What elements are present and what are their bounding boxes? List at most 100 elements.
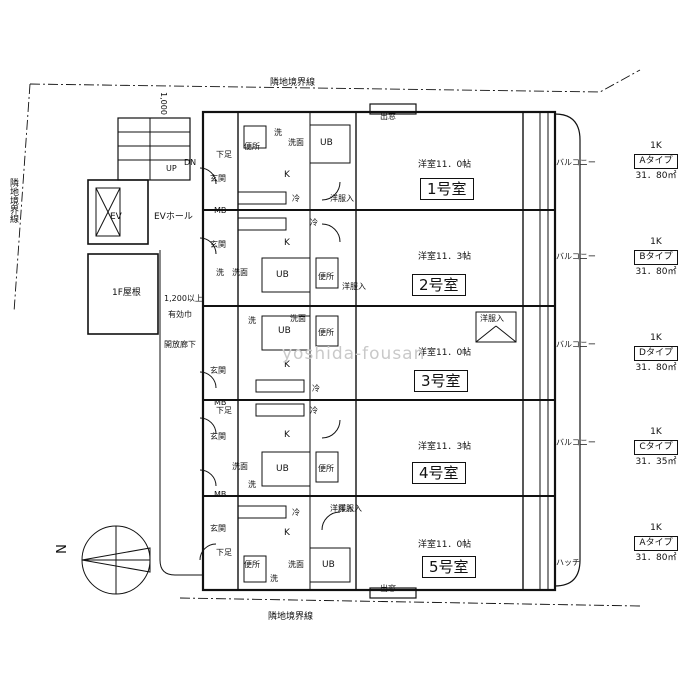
- room1-number: 1号室: [420, 178, 474, 200]
- unit-info-5: 1K Aタイプ 31．80㎡: [618, 522, 694, 565]
- boundary-label-bottom: 隣地境界線: [268, 612, 314, 622]
- room5-hatch: ハッチ: [556, 558, 580, 567]
- unit-info-2-layout: 1K: [650, 237, 662, 247]
- open-corridor-label: 開放廊下: [164, 340, 196, 349]
- room2-label: 洋室11．3帖: [418, 252, 472, 262]
- stair-up-label: UP: [166, 164, 177, 173]
- unit-info-1-type: Aタイプ: [634, 154, 678, 169]
- room2-toilet: 便所: [318, 272, 334, 281]
- room4-storage: 洋服入: [338, 504, 362, 513]
- room3-label: 洋室11．0帖: [418, 348, 472, 358]
- room4-label: 洋室11．3帖: [418, 442, 472, 452]
- room2-kitchen: K: [284, 238, 290, 248]
- room1-toilet: 便所: [244, 142, 260, 151]
- room5-storage: 洋服入: [330, 504, 354, 513]
- unit-info-5-layout: 1K: [650, 523, 662, 533]
- unit-info-4-type: Cタイプ: [634, 440, 678, 455]
- room1-ub: UB: [320, 138, 333, 148]
- unit-info-2-type: Bタイプ: [634, 250, 678, 265]
- unit-info-4-layout: 1K: [650, 427, 662, 437]
- room1-kitchen: K: [284, 170, 290, 180]
- room3-geta: 下足: [216, 406, 232, 415]
- unit-info-3: 1K Dタイプ 31．80㎡: [618, 332, 694, 375]
- room4-ub: UB: [276, 464, 289, 474]
- room3-ub: UB: [278, 326, 291, 336]
- room3-wash: 洗: [248, 316, 256, 325]
- unit-info-2-area: 31．80㎡: [635, 267, 677, 277]
- room3-fridge: 冷: [312, 384, 320, 393]
- room4-balcony: バルコニー: [556, 438, 596, 447]
- unit-info-1-area: 31．80㎡: [635, 171, 677, 181]
- stair-down-label: DN: [184, 158, 197, 167]
- room1-label: 洋室11．0帖: [418, 160, 472, 170]
- room5-wash: 洗: [270, 574, 278, 583]
- room4-mb: MB: [214, 490, 227, 499]
- room1-washbasin: 洗面: [288, 138, 304, 147]
- room3-entry: 玄関: [210, 366, 226, 375]
- room4-toilet: 便所: [318, 464, 334, 473]
- room1-wash: 洗: [274, 128, 282, 137]
- room1-balcony: バルコニー: [556, 158, 596, 167]
- room5-geta: 下足: [216, 548, 232, 557]
- room5-label: 洋室11．0帖: [418, 540, 472, 550]
- room4-wash: 洗: [248, 480, 256, 489]
- boundary-label-top: 隣地境界線: [270, 78, 316, 88]
- room2-entry: 玄関: [210, 240, 226, 249]
- unit-info-2: 1K Bタイプ 31．80㎡: [618, 236, 694, 279]
- room4-number: 4号室: [412, 462, 466, 484]
- ev-label: EV: [110, 212, 122, 222]
- compass-north-label: N: [54, 544, 70, 554]
- room3-balcony: バルコニー: [556, 340, 596, 349]
- unit-info-4: 1K Cタイプ 31．35㎡: [618, 426, 694, 469]
- room3-storage: 洋服入: [480, 314, 504, 323]
- dimension-label: 1,000: [159, 92, 168, 115]
- room1-entry: 玄関: [210, 174, 226, 183]
- unit-info-1-layout: 1K: [650, 141, 662, 151]
- unit-info-1: 1K Aタイプ 31．80㎡: [618, 140, 694, 183]
- room2-ub: UB: [276, 270, 289, 280]
- unit-info-5-area: 31．80㎡: [635, 553, 677, 563]
- room3-toilet: 便所: [318, 328, 334, 337]
- room1-geta: 下足: [216, 150, 232, 159]
- room3-kitchen: K: [284, 360, 290, 370]
- room2-washbasin: 洗面: [232, 268, 248, 277]
- boundary-label-left: 隣地境界線: [8, 178, 18, 223]
- unit-info-3-layout: 1K: [650, 333, 662, 343]
- room3-number: 3号室: [414, 370, 468, 392]
- unit-info-5-type: Aタイプ: [634, 536, 678, 551]
- room5-number: 5号室: [422, 556, 476, 578]
- room2-storage: 洋服入: [342, 282, 366, 291]
- room5-washbasin: 洗面: [288, 560, 304, 569]
- room5-entry: 玄関: [210, 524, 226, 533]
- roof-label: 1F屋根: [112, 288, 141, 298]
- room3-mb: MB: [214, 398, 227, 407]
- room5-kitchen: K: [284, 528, 290, 538]
- room4-kitchen: K: [284, 430, 290, 440]
- unit-info-4-area: 31．35㎡: [635, 457, 677, 467]
- room3-washbasin: 洗面: [290, 314, 306, 323]
- room2-balcony: バルコニー: [556, 252, 596, 261]
- unit-info-3-type: Dタイプ: [634, 346, 678, 361]
- room4-entry: 玄関: [210, 432, 226, 441]
- ev-hall-label: EVホール: [154, 212, 193, 222]
- watermark: yoshida-fousan: [282, 344, 426, 364]
- room5-fridge: 冷: [292, 508, 300, 517]
- room5-ub: UB: [322, 560, 335, 570]
- bay-window-bottom: 出窓: [380, 584, 396, 593]
- site-boundary: [13, 69, 641, 607]
- room4-fridge: 冷: [310, 406, 318, 415]
- room4-washbasin: 洗面: [232, 462, 248, 471]
- room2-number: 2号室: [412, 274, 466, 296]
- room1-fridge: 冷: [292, 194, 300, 203]
- room2-fridge: 冷: [310, 218, 318, 227]
- effective-width-label-2: 有効巾: [168, 310, 192, 319]
- effective-width-label: 1,200以上: [164, 294, 203, 303]
- building-outline: [201, 110, 557, 592]
- unit-info-3-area: 31．80㎡: [635, 363, 677, 373]
- room1-mb: MB: [214, 206, 227, 215]
- bay-window-top: 出窓: [380, 112, 396, 121]
- room1-storage: 洋服入: [330, 194, 354, 203]
- room5-toilet: 便所: [244, 560, 260, 569]
